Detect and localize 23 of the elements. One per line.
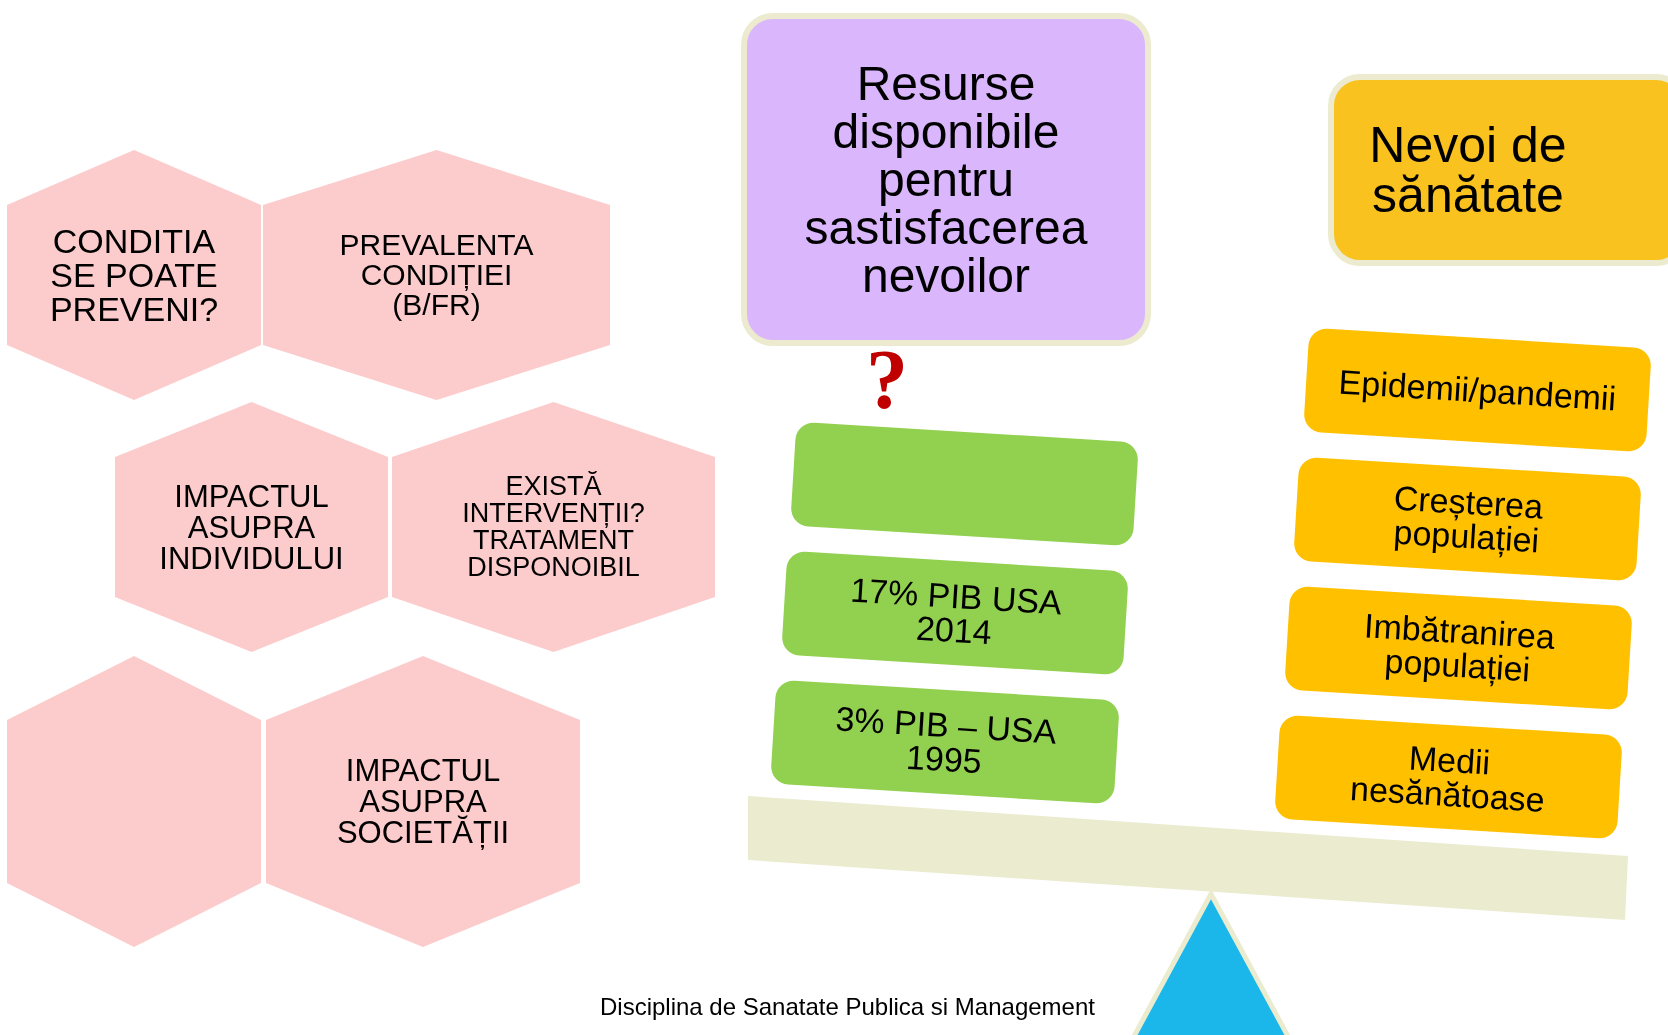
hexagon (115, 402, 388, 652)
node-text: Nevoi de sănătate (1368, 120, 1568, 220)
footer-text: Disciplina de Sanatate Publica si Management (600, 995, 1095, 1019)
hexagon (7, 150, 261, 400)
node-text: IMPACTUL ASUPRA INDIVIDULUI (158, 480, 345, 574)
node-text: Creșterea populației (1391, 477, 1546, 561)
node-text: CONDITIA SE POATE PREVENI? (48, 224, 220, 326)
node-text: 17% PIB USA 2014 (848, 571, 1064, 654)
resource-card (741, 13, 1151, 346)
node-text: Resurse disponibile pentru sastisfacerea nevoilor (803, 59, 1089, 300)
node-text: Epidemii/pandemii (1337, 364, 1618, 416)
hexagon (7, 656, 261, 947)
hexagon (266, 656, 580, 947)
hexagon (263, 150, 610, 400)
node-text: IMPACTUL ASUPRA SOCIETĂȚII (335, 755, 511, 848)
question-mark: ? (866, 338, 908, 422)
needs-card (1328, 74, 1668, 266)
node-text: Imbătranirea populației (1362, 606, 1557, 690)
hexagon (392, 402, 715, 652)
node-text: EXISTĂ INTERVENȚII? TRATAMENT DISPONOIBIL (461, 473, 646, 581)
node-text: PREVALENTA CONDIȚIEI (B/FR) (338, 230, 535, 320)
node-text: 3% PIB – USA 1995 (833, 700, 1059, 783)
node-text: Medii nesănătoase (1348, 737, 1547, 819)
